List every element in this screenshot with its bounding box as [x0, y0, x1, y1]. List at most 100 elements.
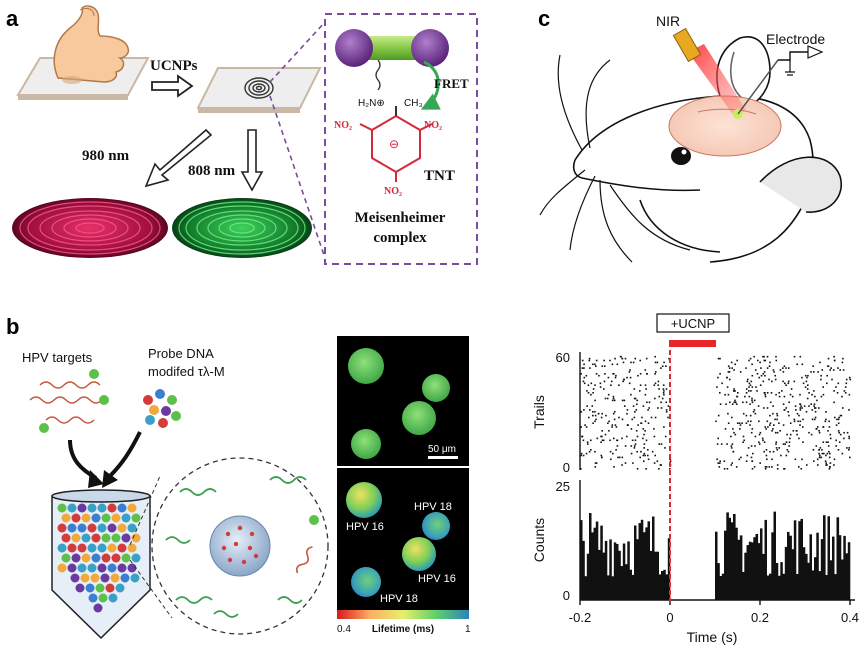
raster-spike [658, 388, 660, 390]
hist-bar [843, 535, 846, 600]
raster-spike [775, 359, 778, 362]
zoom-box [324, 13, 478, 265]
raster-spike [592, 411, 594, 413]
raster-spike [640, 450, 642, 453]
raster-spike [837, 422, 840, 424]
linker-chain [375, 59, 381, 91]
minus-charge: ⊖ [389, 137, 399, 151]
raster-spike [728, 371, 731, 373]
raster-spike [621, 456, 624, 459]
lifetime-colorbar [337, 610, 469, 619]
raster-spike [624, 357, 627, 360]
cell [402, 401, 436, 435]
hist-bar [807, 562, 810, 600]
raster-spike [742, 435, 745, 438]
raster-spike [759, 361, 761, 364]
raster-spike [749, 424, 751, 426]
raster-spike [592, 388, 595, 390]
raster-spike [844, 392, 847, 394]
tube-bead [67, 503, 77, 513]
raster-spike [786, 449, 789, 451]
raster-spike [630, 452, 633, 455]
raster-spike [724, 428, 727, 430]
raster-spike [827, 430, 829, 432]
raster-spike [751, 363, 753, 366]
raster-spike [587, 384, 590, 386]
hist-bar [751, 542, 754, 600]
raster-spike [753, 355, 755, 358]
raster-spike [613, 437, 615, 440]
raster-spike [792, 430, 795, 432]
raster-spike [629, 369, 631, 371]
raster-spike [734, 401, 737, 404]
raster-spike [837, 382, 840, 385]
raster-spike [821, 369, 824, 371]
raster-spike [665, 411, 668, 413]
raster-spike [600, 435, 602, 438]
raster-spike [763, 450, 765, 453]
raster-spike [802, 418, 804, 421]
raster-spike [818, 407, 820, 409]
tube-bead [121, 553, 131, 563]
raster-spike [766, 392, 769, 394]
raster-spike [765, 449, 768, 451]
raster-spike [802, 441, 804, 443]
raster-spike [813, 418, 816, 421]
raster-spike [763, 371, 766, 373]
lifetime-max-label: 1 [465, 624, 471, 635]
raster-ytick-0: 0 [563, 460, 570, 475]
raster-spike [621, 357, 623, 360]
raster-spike [594, 363, 596, 366]
raster-spike [755, 386, 757, 388]
tube-bead [107, 563, 117, 573]
stimulus-bar [669, 340, 716, 347]
raster-spike [590, 439, 592, 442]
tube-bead [97, 543, 107, 553]
tube-bead [57, 563, 67, 573]
raster-spike [640, 422, 642, 424]
no2-right-label: NO₂ [424, 120, 442, 131]
raster-spike [768, 365, 771, 367]
meisenheimer-label-2: complex [373, 230, 427, 246]
raster-spike [775, 441, 778, 443]
raster-spike [631, 439, 634, 442]
hist-bar [595, 521, 599, 600]
raster-spike [833, 359, 836, 362]
hist-bar [589, 513, 592, 600]
raster-spike [721, 382, 723, 385]
raster-spike [736, 395, 739, 398]
raster-spike [766, 407, 769, 409]
raster-spike [820, 378, 822, 381]
raster-spike [740, 456, 742, 459]
raster-spike [636, 403, 638, 405]
zoom-line-bottom [269, 95, 326, 259]
raster-spike [617, 456, 619, 459]
hist-bar [764, 519, 767, 600]
raster-spike [803, 405, 806, 407]
hist-bar [735, 527, 738, 600]
raster-spike [647, 409, 649, 411]
raster-spike [759, 384, 762, 386]
raster-spike [664, 447, 666, 449]
raster-spike [613, 418, 616, 421]
raster-spike [727, 393, 730, 396]
raster-spike [734, 390, 736, 392]
hist-xtick-label: 0 [666, 610, 673, 625]
raster-spike [623, 378, 625, 381]
hist-bar [607, 575, 610, 600]
raster-spike [608, 420, 610, 423]
raster-spike [739, 424, 742, 426]
raster-spike [750, 456, 753, 459]
raster-spike [764, 374, 766, 377]
tube-bead [131, 553, 141, 563]
hist-bar [652, 516, 655, 600]
raster-spike [827, 441, 829, 443]
raster-spike [801, 458, 803, 461]
raster-spike [662, 388, 665, 390]
raster-spike [832, 369, 835, 371]
raster-spike [786, 433, 788, 436]
raster-spike [660, 464, 662, 466]
raster-spike [839, 414, 842, 417]
raster-spike [764, 468, 767, 470]
